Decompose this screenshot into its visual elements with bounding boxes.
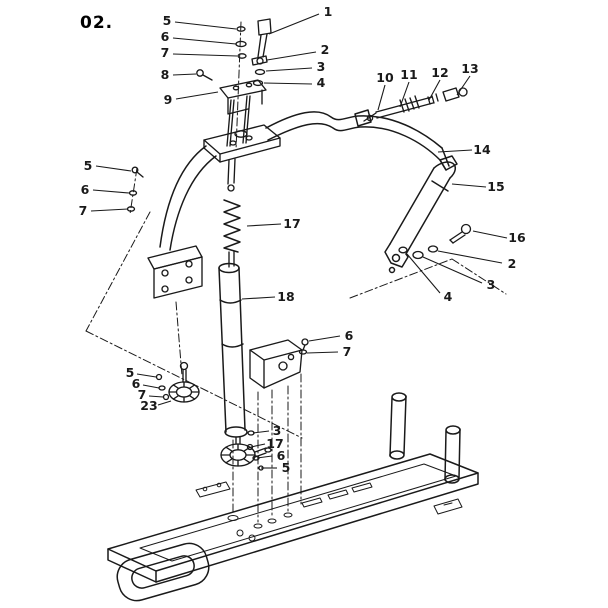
- leader-line-6: [92, 189, 130, 194]
- linkage-rod: [363, 87, 468, 122]
- leader-line-4: [406, 253, 441, 294]
- leader-line-3: [252, 430, 270, 434]
- leader-line-1: [268, 13, 320, 35]
- leader-line-12: [428, 79, 441, 101]
- leader-line-8: [172, 73, 197, 76]
- foot-plate: [147, 245, 203, 299]
- mount-hardware: [398, 223, 472, 260]
- leader-line-14: [437, 149, 473, 153]
- leader-line-4: [263, 82, 313, 85]
- frame-fasteners-left: [126, 166, 144, 212]
- leader-line-10: [377, 84, 386, 111]
- leader-line-16: [472, 230, 508, 239]
- mount-plate: [203, 124, 281, 163]
- base-platform: [107, 453, 479, 583]
- pump-assembly: [249, 338, 309, 389]
- leader-line-15: [451, 183, 487, 188]
- leader-line-5: [136, 373, 157, 378]
- leader-line-11: [399, 81, 410, 108]
- leader-line-6: [308, 335, 341, 342]
- leader-line-17: [246, 223, 282, 227]
- handle-frame: [159, 109, 450, 251]
- leader-line-5: [95, 165, 132, 172]
- tilt-cylinder: [384, 155, 458, 274]
- leader-line-17: [250, 443, 266, 448]
- leader-line-23: [157, 400, 172, 406]
- caster-wheels: [155, 361, 272, 471]
- control-lever-assembly: [196, 18, 272, 147]
- construction-lines: [85, 21, 507, 523]
- leader-lines: [90, 13, 508, 469]
- spring-and-rod: [223, 158, 241, 268]
- leader-line-18: [241, 296, 276, 300]
- leader-line-7: [172, 53, 238, 57]
- leader-line-5: [174, 21, 237, 30]
- leader-line-9: [175, 91, 219, 100]
- leader-line-6: [172, 37, 237, 45]
- leader-line-2: [266, 51, 317, 61]
- leader-line-3: [422, 256, 483, 284]
- leader-line-6: [256, 455, 273, 459]
- leader-line-7: [90, 208, 129, 212]
- leader-line-3: [265, 67, 313, 72]
- lift-cylinder: [218, 262, 248, 438]
- support-legs: [389, 392, 461, 484]
- leader-line-6: [142, 384, 160, 389]
- tow-handle: [116, 542, 210, 602]
- leader-line-13: [456, 75, 471, 96]
- leader-line-2: [437, 250, 503, 264]
- leader-line-7: [306, 351, 339, 354]
- leader-line-7: [148, 395, 164, 398]
- figure-number: 02.: [80, 13, 114, 33]
